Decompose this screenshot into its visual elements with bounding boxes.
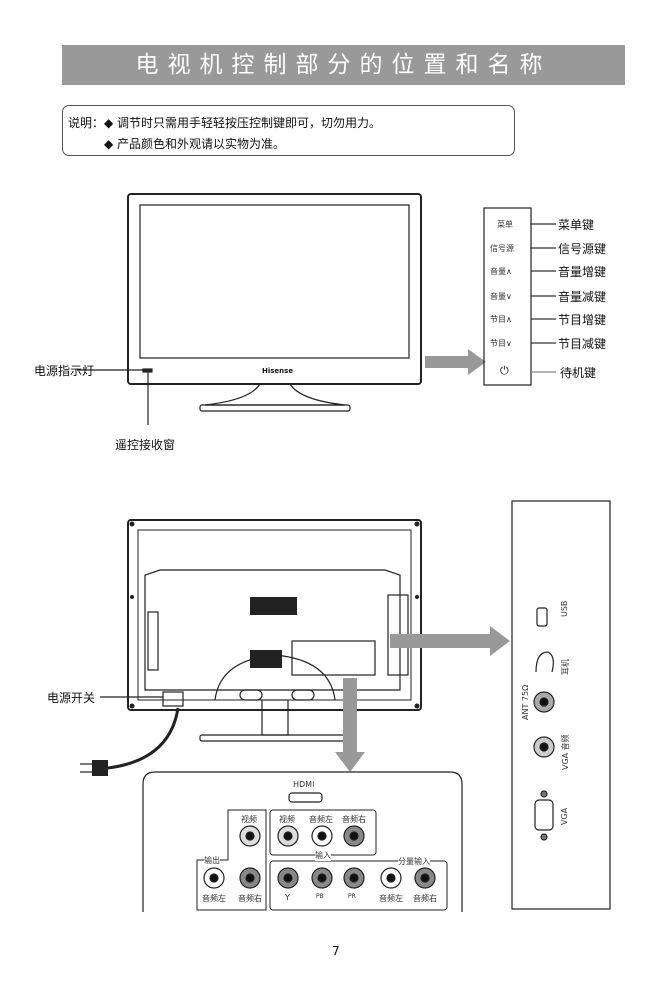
power-switch-label: 电源开关 <box>47 691 96 705</box>
panel-button-vol-down[interactable]: 音量∨ <box>490 292 512 301</box>
tv-stand-base <box>199 404 351 412</box>
panel-button-menu[interactable]: 菜单 <box>497 220 513 229</box>
jack-label: 视频 <box>241 815 257 824</box>
note-box: 说明： ◆ 调节时只需用手轻轻按压控制键即可，切勿用力。 ◆ 产品颜色和外观请以… <box>62 105 515 156</box>
tv-stand-neck <box>204 383 346 406</box>
panel-button-vol-up[interactable]: 音量∧ <box>490 267 512 276</box>
panel-button-ch-up[interactable]: 节目∧ <box>490 315 512 324</box>
page-number: 7 <box>332 944 340 958</box>
button-label: 音量增键 <box>558 265 607 279</box>
arrow-down-icon <box>335 678 365 772</box>
note-item: ◆ 调节时只需用手轻轻按压控制键即可，切勿用力。 <box>104 116 382 130</box>
hdmi-label: HDMI <box>293 780 315 789</box>
jack-label: 音频左 <box>379 894 403 903</box>
vga-port <box>534 799 554 831</box>
jack-label: 音频右 <box>238 894 262 903</box>
component-group-label: 分量输入 <box>398 856 430 867</box>
button-label: 节目减键 <box>558 337 607 351</box>
button-label: 待机键 <box>560 366 597 380</box>
usb-port <box>536 607 548 627</box>
back-io-block <box>291 640 376 676</box>
jack-label: 音频左 <box>202 894 226 903</box>
jack-label: 音频右 <box>342 815 366 824</box>
bottom-io-panel <box>142 771 463 912</box>
rca-jacks <box>203 825 436 889</box>
hdmi-port <box>288 792 323 803</box>
tv-front-frame <box>127 193 422 385</box>
button-label: 音量减键 <box>558 290 607 304</box>
power-indicator-label: 电源指示灯 <box>34 364 95 378</box>
jack-label: 视频 <box>279 815 295 824</box>
arrow-right-icon <box>425 349 486 375</box>
tv-screen <box>139 204 410 359</box>
button-label: 节目增键 <box>558 313 607 327</box>
button-label: 菜单键 <box>558 218 595 232</box>
side-io-panel <box>511 500 611 910</box>
remote-receiver-label: 遥控接收窗 <box>115 438 176 452</box>
jack-label: PB <box>316 893 324 900</box>
jack-label: 音频左 <box>309 815 333 824</box>
tv-back-frame <box>127 519 422 711</box>
headphone-icon <box>535 651 554 673</box>
power-plug <box>92 760 108 776</box>
power-cord <box>107 707 180 770</box>
page-title: 电视机控制部分的位置和名称 <box>62 45 625 85</box>
input-group-label: 输入 <box>315 850 331 861</box>
power-indicator-led <box>142 368 153 373</box>
power-icon[interactable]: ⏻ <box>500 364 509 377</box>
jack-label: PR <box>348 893 356 900</box>
brand-logo: Hisense <box>262 367 294 375</box>
power-switch <box>162 691 184 707</box>
vga-audio-label: VGA 音频 <box>561 734 570 770</box>
note-prefix: 说明： <box>68 116 105 130</box>
jack-label: 音频右 <box>413 894 437 903</box>
panel-button-ch-down[interactable]: 节目∨ <box>490 339 512 348</box>
antenna-label: ANT 75Ω <box>521 684 530 720</box>
headphone-label: 耳机 <box>561 659 570 675</box>
arrow-right-icon <box>390 626 510 656</box>
button-label: 信号源键 <box>558 242 607 256</box>
jack-label: Y <box>285 893 290 902</box>
vga-label: VGA <box>560 807 569 825</box>
panel-button-source[interactable]: 信号源 <box>490 244 514 253</box>
usb-label: USB <box>560 600 569 617</box>
output-group-label: 输出 <box>204 855 220 866</box>
note-item: ◆ 产品颜色和外观请以实物为准。 <box>104 137 286 151</box>
